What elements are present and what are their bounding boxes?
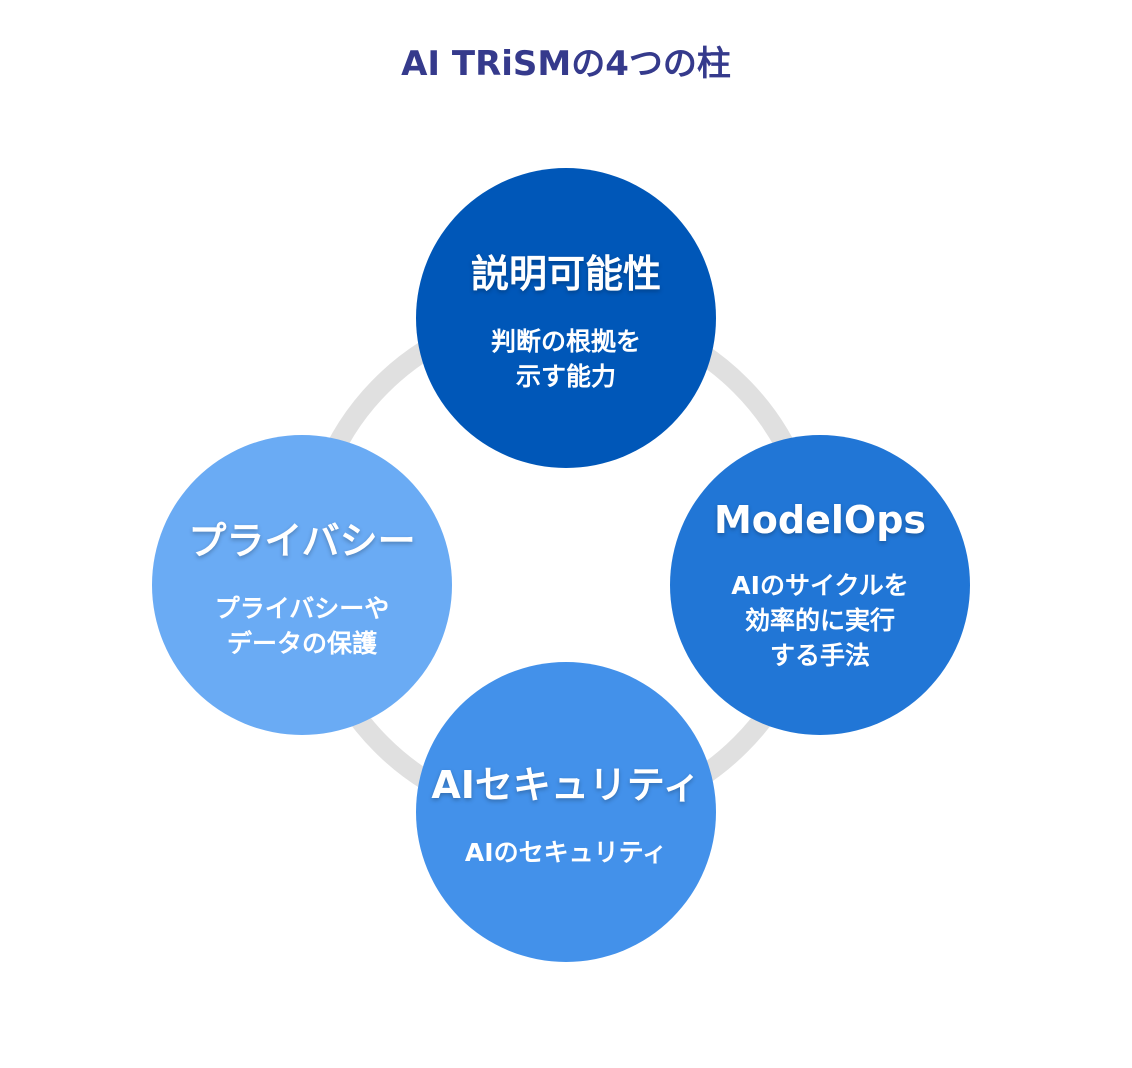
pillar-explainability: 説明可能性 判断の根拠を 示す能力 <box>416 168 716 468</box>
pillar-description: AIのセキュリティ <box>464 838 668 867</box>
pillar-ai-security: AIセキュリティ AIのセキュリティ <box>416 662 716 962</box>
pillar-description: プライバシーや データの保護 <box>214 593 390 658</box>
pillar-description: 判断の根拠を 示す能力 <box>490 326 641 391</box>
pillar-description: AIのサイクルを 効率的に実行 する手法 <box>731 570 909 670</box>
pillar-title: AIセキュリティ <box>431 763 701 807</box>
diagram-title: AI TRiSMの4つの柱 <box>401 44 731 84</box>
pillar-modelops: ModelOps AIのサイクルを 効率的に実行 する手法 <box>670 435 970 735</box>
pillar-title: ModelOps <box>713 497 927 542</box>
pillar-privacy: プライバシー プライバシーや データの保護 <box>152 435 452 735</box>
pillar-title: 説明可能性 <box>470 251 661 296</box>
pillar-title: プライバシー <box>188 518 416 563</box>
